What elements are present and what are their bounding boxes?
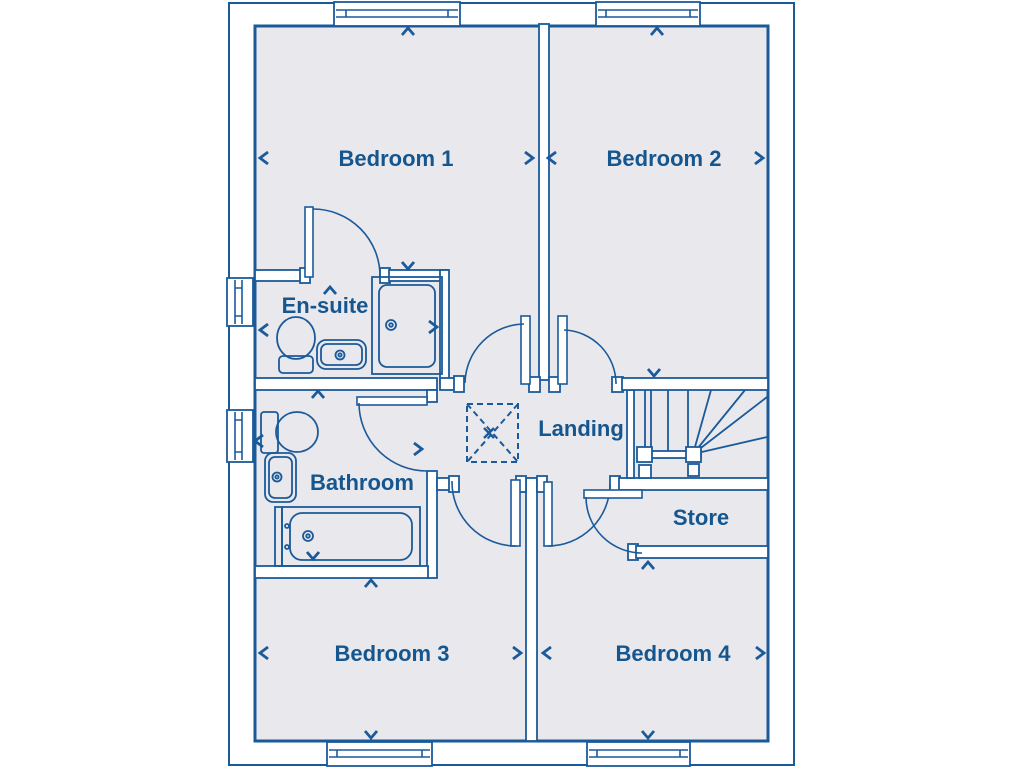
dimension-chevron-icon bbox=[545, 150, 557, 166]
wall bbox=[254, 565, 429, 579]
window-bedroom-3 bbox=[326, 741, 433, 767]
door-bathroom bbox=[356, 396, 428, 472]
wall bbox=[439, 377, 456, 391]
door-en-suite bbox=[304, 206, 381, 278]
room-label-en-suite: En-suite bbox=[282, 293, 369, 318]
wall bbox=[426, 389, 438, 403]
dimension-chevron-icon bbox=[540, 645, 552, 661]
door-bedroom-2 bbox=[557, 315, 617, 385]
dimension-chevron-icon bbox=[257, 322, 269, 338]
window-bedroom-1 bbox=[333, 1, 461, 27]
wall bbox=[254, 269, 303, 282]
windows bbox=[226, 1, 701, 767]
room-labels: Bedroom 1 Bedroom 2 En-suite Landing Bat… bbox=[282, 146, 732, 666]
wall bbox=[618, 477, 769, 491]
window-bedroom-2 bbox=[595, 1, 701, 27]
basin-icon bbox=[264, 452, 297, 503]
dimension-chevron-icon bbox=[524, 150, 536, 166]
wall bbox=[621, 377, 769, 391]
door-bedroom-3 bbox=[451, 479, 521, 547]
wall bbox=[436, 477, 451, 491]
dimension-markers bbox=[252, 25, 767, 741]
window-bedroom-4 bbox=[586, 741, 691, 767]
dimension-chevron-icon bbox=[252, 433, 264, 449]
stair-newel-post bbox=[638, 464, 652, 479]
fixtures bbox=[260, 276, 443, 567]
door-bedroom-1 bbox=[464, 315, 531, 385]
dimension-chevron-icon bbox=[640, 559, 656, 570]
dimension-chevron-icon bbox=[310, 388, 326, 399]
dimension-chevron-icon bbox=[363, 577, 379, 588]
room-label-store: Store bbox=[673, 505, 729, 530]
dimension-chevron-icon bbox=[400, 25, 416, 36]
dimension-chevron-icon bbox=[363, 730, 379, 741]
dimension-chevron-icon bbox=[646, 368, 662, 379]
toilet-icon bbox=[276, 316, 316, 374]
dimension-chevron-icon bbox=[512, 645, 524, 661]
wall bbox=[426, 470, 438, 579]
door-store bbox=[583, 489, 643, 554]
dimension-chevron-icon bbox=[754, 150, 766, 166]
dimension-chevron-icon bbox=[413, 441, 425, 457]
window-en-suite bbox=[226, 277, 254, 327]
dimension-chevron-icon bbox=[400, 261, 416, 272]
wall bbox=[538, 23, 550, 381]
loft-hatch-icon bbox=[466, 403, 519, 463]
door-jamb bbox=[448, 475, 460, 493]
dimension-chevron-icon bbox=[428, 319, 440, 335]
door-jamb bbox=[453, 375, 465, 393]
room-label-bathroom: Bathroom bbox=[310, 470, 414, 495]
stair-newel-post bbox=[636, 446, 653, 463]
stair-newel-post bbox=[685, 446, 702, 463]
dimension-chevron-icon bbox=[257, 645, 269, 661]
doors bbox=[304, 206, 643, 554]
dimension-chevron-icon bbox=[257, 150, 269, 166]
wall bbox=[254, 377, 438, 391]
dimension-chevron-icon bbox=[322, 284, 338, 295]
wall bbox=[525, 477, 538, 742]
wall bbox=[635, 545, 769, 559]
room-label-bedroom-4: Bedroom 4 bbox=[616, 641, 732, 666]
stair-newel-post bbox=[687, 463, 700, 477]
wall bbox=[626, 389, 635, 479]
dimension-chevron-icon bbox=[640, 730, 656, 741]
basin-icon bbox=[316, 339, 367, 370]
room-label-bedroom-3: Bedroom 3 bbox=[335, 641, 450, 666]
dimension-chevron-icon bbox=[649, 25, 665, 36]
staircase-icon bbox=[636, 389, 768, 479]
room-label-landing: Landing bbox=[538, 416, 624, 441]
room-label-bedroom-1: Bedroom 1 bbox=[339, 146, 454, 171]
dimension-chevron-icon bbox=[755, 645, 767, 661]
window-bathroom bbox=[226, 409, 254, 463]
bath-icon bbox=[274, 506, 421, 567]
room-label-bedroom-2: Bedroom 2 bbox=[607, 146, 722, 171]
dimension-chevron-icon bbox=[305, 551, 321, 562]
